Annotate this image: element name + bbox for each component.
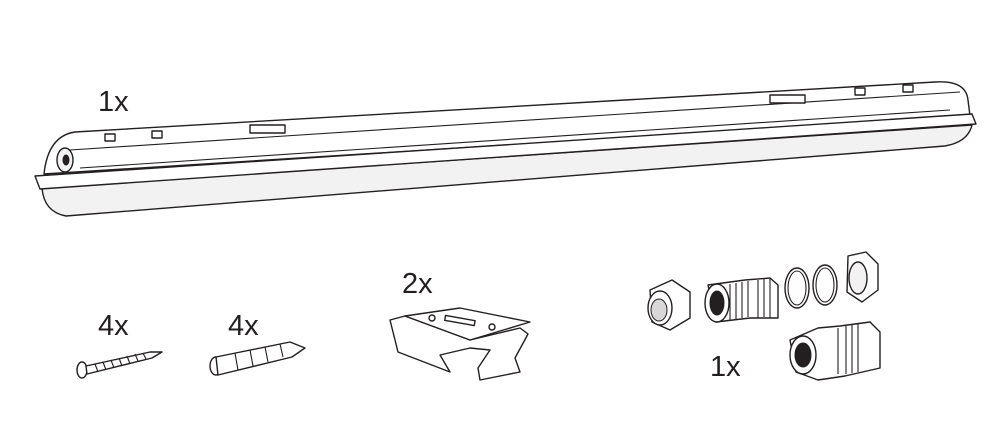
cable-gland-quantity: 1x	[710, 351, 741, 383]
wall-plug-quantity: 4x	[228, 310, 259, 342]
screw-drawing	[76, 351, 163, 379]
bracket-quantity: 2x	[402, 268, 433, 300]
cable-gland-drawing	[647, 251, 881, 381]
luminaire-quantity: 1x	[98, 86, 129, 118]
mounting-bracket-drawing	[389, 307, 531, 381]
luminaire-drawing	[34, 81, 977, 217]
screw-quantity: 4x	[98, 310, 129, 342]
wall-plug-drawing	[209, 341, 306, 376]
